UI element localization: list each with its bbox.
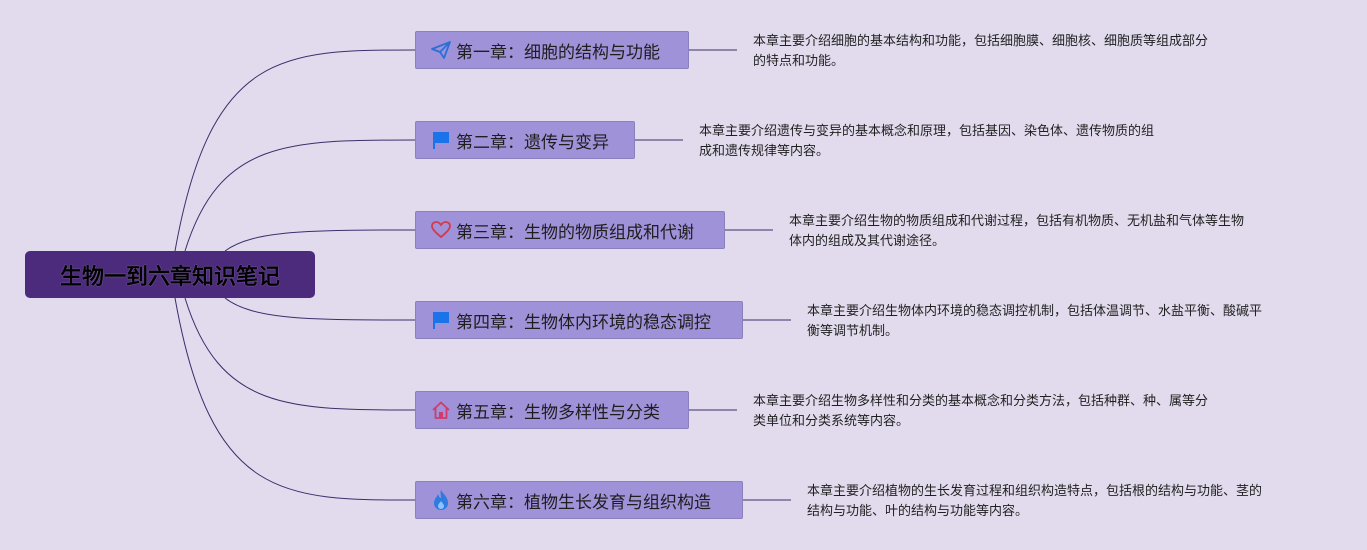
chapter-4-topic[interactable]: 第四章：生物体内环境的稳态调控 xyxy=(415,301,743,339)
chapter-3-topic[interactable]: 第三章：生物的物质组成和代谢 xyxy=(415,211,725,249)
chapter-4-description-line-1: 本章主要介绍生物体内环境的稳态调控机制，包括体温调节、水盐平衡、酸碱平 xyxy=(807,304,1263,319)
root-topic[interactable]: 生物一到六章知识笔记 xyxy=(25,251,315,298)
chapter-3-description-line-1: 本章主要介绍生物的物质组成和代谢过程，包括有机物质、无机盐和气体等生物 xyxy=(789,214,1245,229)
paper-plane-icon xyxy=(430,40,452,60)
chapter-5-topic[interactable]: 第五章：生物多样性与分类 xyxy=(415,391,689,429)
chapter-6-title: 第六章：植物生长发育与组织构造 xyxy=(456,492,711,513)
chapter-6-description-line-2: 结构与功能、叶的结构与功能等内容。 xyxy=(807,504,1029,519)
flag-icon xyxy=(430,310,452,330)
connector-line-chapter-3 xyxy=(224,229,416,252)
chapter-2-title: 第二章：遗传与变异 xyxy=(456,132,609,153)
connector-line-chapter-2 xyxy=(184,139,416,252)
chapter-2-description-line-1: 本章主要介绍遗传与变异的基本概念和原理，包括基因、染色体、遗传物质的组 xyxy=(699,124,1155,139)
chapter-6-description: 本章主要介绍植物的生长发育过程和组织构造特点，包括根的结构与功能、茎的 结构与功… xyxy=(807,482,1262,522)
chapter-3-title: 第三章：生物的物质组成和代谢 xyxy=(456,222,694,243)
chapter-2-description-line-2: 成和遗传规律等内容。 xyxy=(699,144,830,159)
chapter-1-description: 本章主要介绍细胞的基本结构和功能，包括细胞膜、细胞核、细胞质等组成部分 的特点和… xyxy=(753,32,1208,72)
chapter-4-description-line-2: 衡等调节机制。 xyxy=(807,324,899,339)
connector-line-chapter-5 xyxy=(184,297,416,411)
chapter-5-description-line-1: 本章主要介绍生物多样性和分类的基本概念和分类方法，包括种群、种、属等分 xyxy=(753,394,1209,409)
flame-icon xyxy=(430,490,452,510)
chapter-6-description-line-1: 本章主要介绍植物的生长发育过程和组织构造特点，包括根的结构与功能、茎的 xyxy=(807,484,1263,499)
connector-line-chapter-1 xyxy=(174,49,416,252)
root-topic-label: 生物一到六章知识笔记 xyxy=(59,264,280,290)
flag-icon xyxy=(430,130,452,150)
home-icon xyxy=(430,400,452,420)
chapter-1-description-line-2: 的特点和功能。 xyxy=(753,54,845,69)
chapter-3-description-line-2: 体内的组成及其代谢途径。 xyxy=(789,234,946,249)
connector-line-chapter-6 xyxy=(174,297,416,501)
chapter-4-title: 第四章：生物体内环境的稳态调控 xyxy=(456,312,711,333)
chapter-2-topic[interactable]: 第二章：遗传与变异 xyxy=(415,121,635,159)
chapter-1-title: 第一章：细胞的结构与功能 xyxy=(456,42,660,63)
chapter-2-description: 本章主要介绍遗传与变异的基本概念和原理，包括基因、染色体、遗传物质的组 成和遗传… xyxy=(699,122,1154,162)
chapter-5-description: 本章主要介绍生物多样性和分类的基本概念和分类方法，包括种群、种、属等分 类单位和… xyxy=(753,392,1208,432)
chapter-5-description-line-2: 类单位和分类系统等内容。 xyxy=(753,414,910,429)
chapter-6-topic[interactable]: 第六章：植物生长发育与组织构造 xyxy=(415,481,743,519)
chapter-4-description: 本章主要介绍生物体内环境的稳态调控机制，包括体温调节、水盐平衡、酸碱平 衡等调节… xyxy=(807,302,1262,342)
chapter-5-title: 第五章：生物多样性与分类 xyxy=(456,402,660,423)
heart-icon xyxy=(430,220,452,240)
chapter-3-description: 本章主要介绍生物的物质组成和代谢过程，包括有机物质、无机盐和气体等生物 体内的组… xyxy=(789,212,1244,252)
connector-line-chapter-4 xyxy=(224,297,416,321)
chapter-1-description-line-1: 本章主要介绍细胞的基本结构和功能，包括细胞膜、细胞核、细胞质等组成部分 xyxy=(753,34,1209,49)
chapter-1-topic[interactable]: 第一章：细胞的结构与功能 xyxy=(415,31,689,69)
